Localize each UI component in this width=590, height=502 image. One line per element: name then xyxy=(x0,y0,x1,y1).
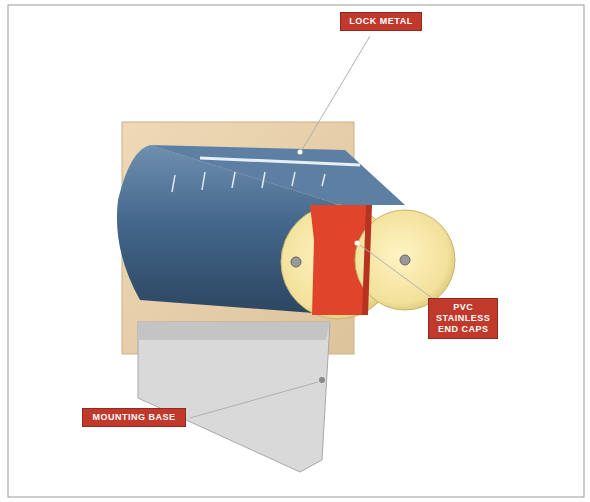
callout-label: LOCK METAL xyxy=(340,12,422,31)
label-text: MOUNTING BASE xyxy=(89,412,179,423)
mounting-bracket xyxy=(138,322,330,472)
label-text: LOCK METAL xyxy=(347,16,415,27)
callout-label: MOUNTING BASE xyxy=(82,408,186,427)
bracket-bolt xyxy=(319,377,325,383)
callout-label: PVC STAINLESS END CAPS xyxy=(428,298,498,339)
roller-ribs xyxy=(172,172,325,192)
bracket-shade xyxy=(138,322,330,340)
lock-metal-seam xyxy=(200,158,360,165)
strap-shade xyxy=(362,205,372,315)
frame xyxy=(8,5,584,497)
label-text: PVC STAINLESS END CAPS xyxy=(435,302,491,335)
roller-top xyxy=(150,145,405,205)
seam-dot xyxy=(298,150,303,155)
axle-right xyxy=(400,255,410,265)
strap-dot xyxy=(355,241,360,246)
axle-left xyxy=(291,257,301,267)
leader-lines xyxy=(190,36,432,418)
